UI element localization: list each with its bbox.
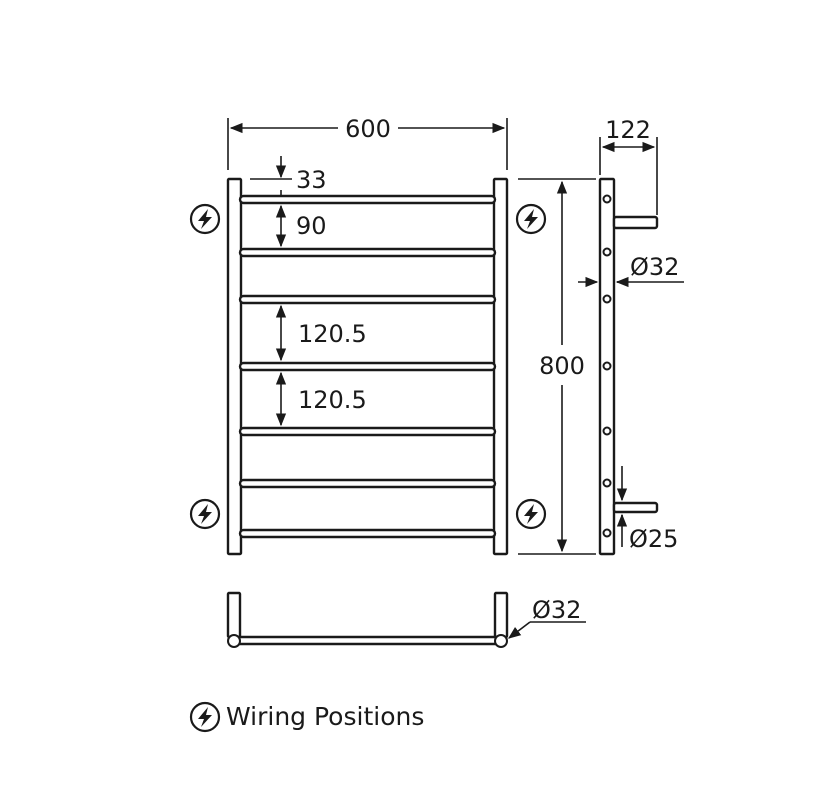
rail-5 — [238, 426, 497, 437]
side-top-bracket — [612, 215, 659, 230]
height-dimension: 800 — [518, 178, 596, 555]
lightning-bolt-circle-icon — [189, 701, 221, 733]
bottom-left-post — [226, 591, 242, 639]
bottom-diameter-dimension: Ø32 — [507, 596, 586, 639]
wiring-icon-bottom-right — [515, 498, 547, 530]
legend-label: Wiring Positions — [226, 702, 424, 731]
rail-gap-3-dimension: 120.5 — [275, 371, 367, 427]
wiring-icon-bottom-left — [189, 498, 221, 530]
rail-2 — [238, 247, 497, 258]
rail-gap-3-label: 120.5 — [298, 386, 367, 414]
width-dimension: 600 — [227, 115, 508, 170]
top-offset-dimension: 33 — [250, 156, 327, 196]
side-diameter-bottom-dimension: Ø25 — [616, 466, 678, 553]
rail-3 — [238, 294, 497, 305]
side-diameter-top-label: Ø32 — [630, 253, 679, 281]
legend: Wiring Positions — [189, 701, 424, 733]
side-bottom-bracket — [612, 501, 659, 514]
wiring-icon-top-left — [189, 203, 221, 235]
bottom-right-end — [494, 634, 508, 648]
rail-6 — [238, 478, 497, 489]
rail-4 — [238, 361, 497, 372]
rail-7 — [238, 528, 497, 539]
projection-dimension: 122 — [599, 116, 658, 215]
front-view: 600 33 90 120.5 120.5 — [189, 115, 596, 556]
bottom-view: Ø32 — [226, 591, 586, 648]
side-view: 122 Ø32 Ø25 — [578, 116, 684, 556]
rail-1 — [238, 194, 497, 205]
top-offset-label: 33 — [296, 166, 327, 194]
rail-gap-1-label: 90 — [296, 212, 327, 240]
rail-gap-2-dimension: 120.5 — [275, 304, 367, 362]
bottom-rail — [234, 635, 503, 646]
bottom-right-post — [493, 591, 509, 639]
rail-gap-1-dimension: 90 — [275, 204, 327, 248]
projection-label: 122 — [605, 116, 651, 144]
side-rail-ends — [602, 194, 612, 538]
side-diameter-top-dimension: Ø32 — [578, 253, 684, 288]
side-diameter-bottom-label: Ø25 — [629, 525, 678, 553]
rails — [238, 194, 497, 539]
bottom-diameter-label: Ø32 — [532, 596, 581, 624]
height-label: 800 — [539, 352, 585, 380]
rail-gap-2-label: 120.5 — [298, 320, 367, 348]
width-label: 600 — [345, 115, 391, 143]
bottom-left-end — [227, 634, 241, 648]
wiring-icon-top-right — [515, 203, 547, 235]
